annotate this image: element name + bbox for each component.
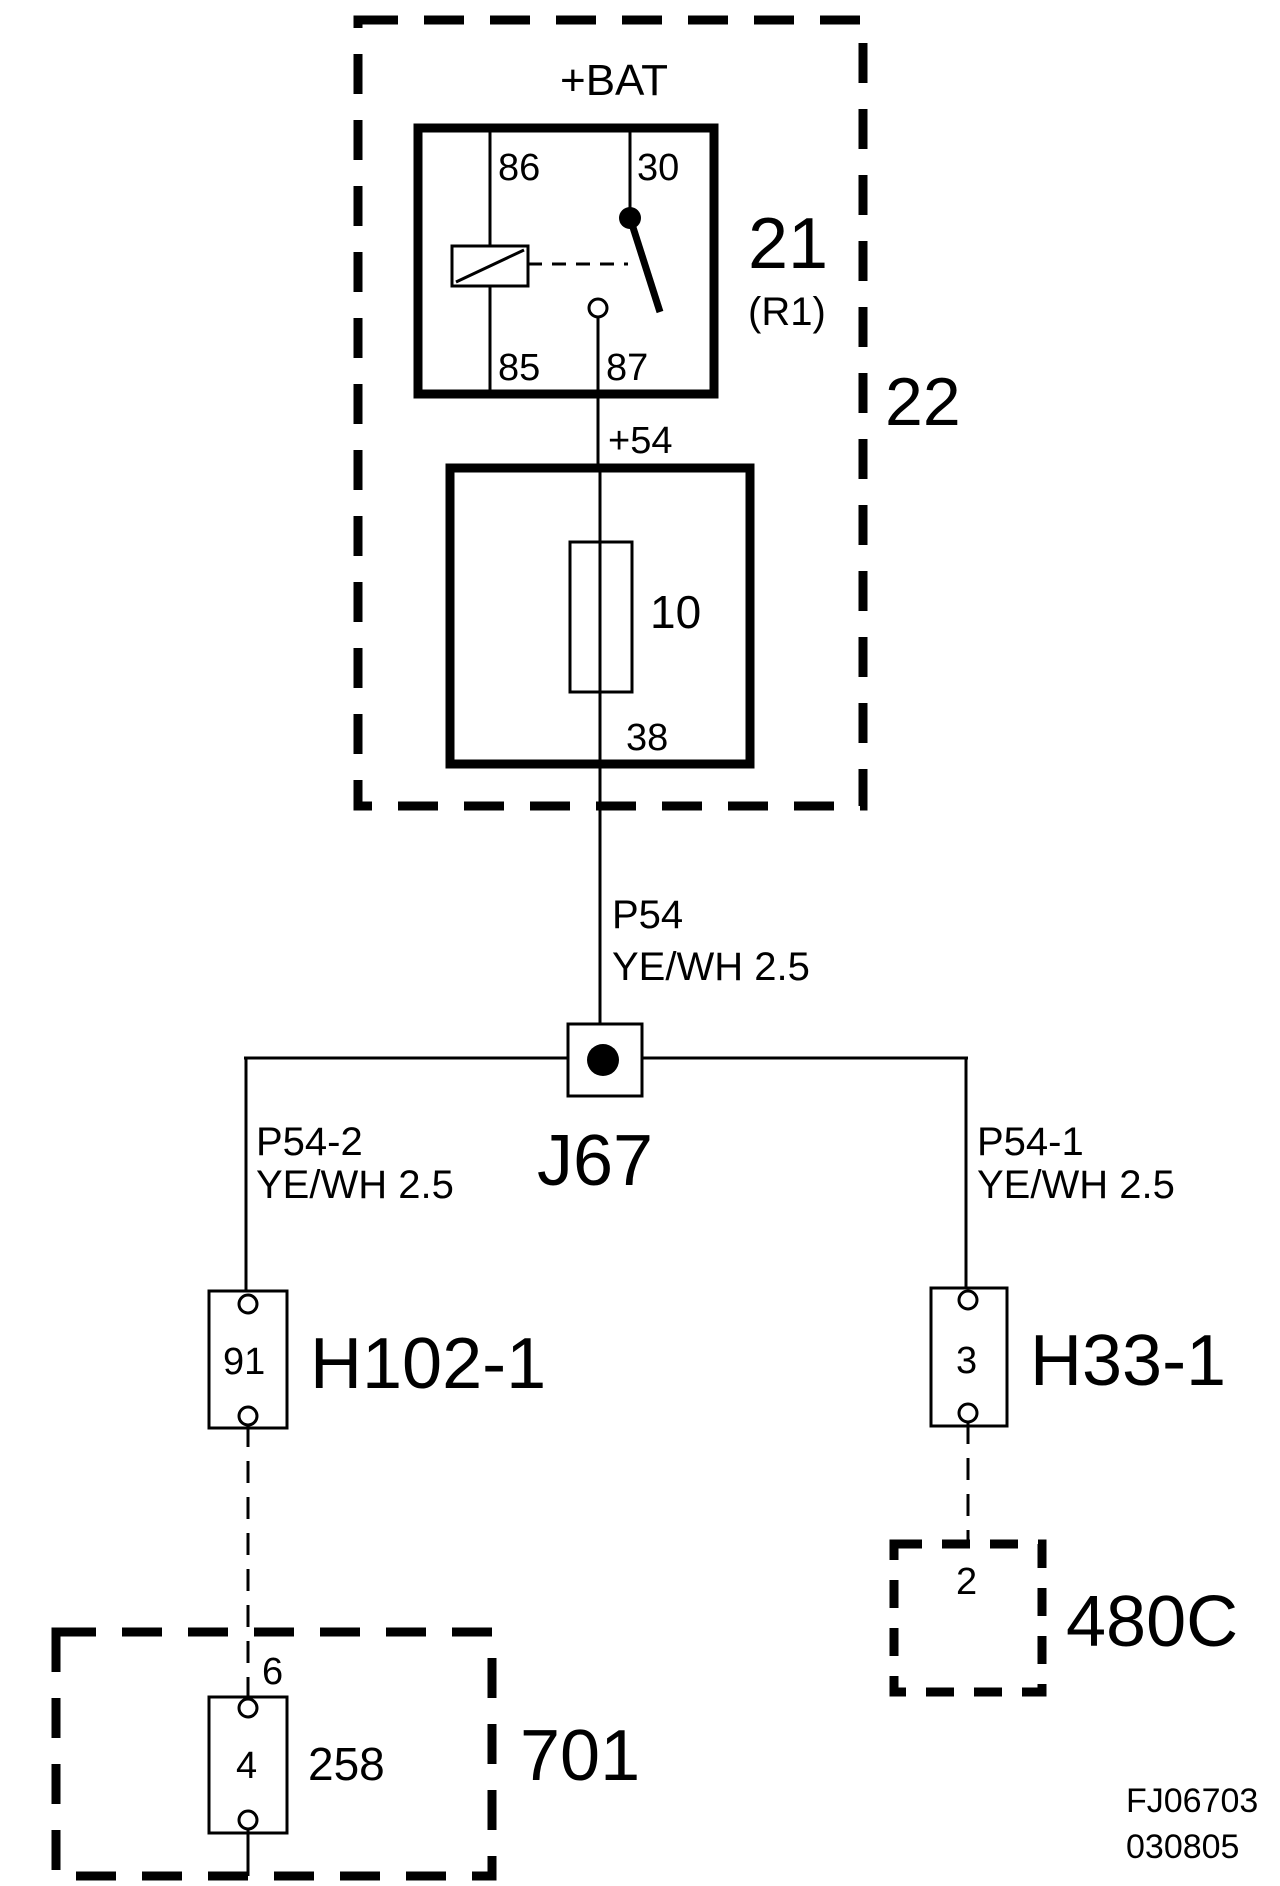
fuse-number: 10 [650,586,701,638]
relay-switch-arm [626,216,664,314]
fuse-pin: 38 [626,717,668,759]
connector-h102-1-bottom-pin-icon [237,1405,259,1427]
relay-sub: (R1) [748,290,826,334]
connector-h102-1-label: H102-1 [310,1324,546,1404]
module-22: +BAT 22 [353,15,961,811]
drawing-date: 030805 [1126,1828,1239,1866]
relay-pin-30: 30 [637,147,679,189]
wire-p54-2-name: P54-2 [256,1120,363,1164]
relay-21: 86 30 85 87 21 (R1) [413,123,828,399]
component-480c-outline [889,1539,1047,1697]
connector-h102-1-pin: 91 [223,1341,265,1383]
relay-contact-87-icon [587,297,609,319]
connector-h33-1-bottom-pin-icon [957,1402,979,1424]
wire-p54-2-spec: YE/WH 2.5 [256,1163,454,1207]
relay-body [413,123,719,399]
splice-j67: J67 [244,1022,968,1201]
relay-ref: 21 [748,204,828,284]
component-701-label: 701 [520,1716,640,1796]
component-480c: 2 480C [889,1539,1238,1697]
connector-h102-1-top-pin-icon [237,1293,259,1315]
connector-h33-1-top-pin-icon [957,1289,979,1311]
fuse-10: 10 38 [445,463,755,769]
module-22-label: 22 [885,364,961,440]
component-701-pin-outer: 6 [262,1651,283,1693]
wire-p54-spec: YE/WH 2.5 [612,945,810,989]
relay-pin-87: 87 [606,347,648,389]
component-480c-label: 480C [1066,1582,1238,1662]
connector-h33-1: 3 H33-1 [929,1286,1226,1428]
connector-h33-1-label: H33-1 [1030,1321,1226,1401]
splice-node-icon [587,1044,619,1076]
relay-coil-diagonal [455,248,525,284]
component-701-outline [51,1627,497,1881]
connector-h102-1: 91 H102-1 [207,1289,546,1430]
component-701-pin-inner: 4 [236,1745,257,1787]
splice-label: J67 [537,1121,653,1201]
wire-p54-name: P54 [612,893,683,937]
wire-p54-1-name: P54-1 [977,1120,1084,1164]
fuse-supply-label: +54 [608,420,672,462]
wire-p54-1-spec: YE/WH 2.5 [977,1163,1175,1207]
component-480c-pin: 2 [956,1561,977,1603]
connector-h33-1-pin: 3 [956,1340,977,1382]
drawing-code: FJ06703 [1126,1782,1258,1820]
relay-coil-icon [450,244,530,288]
bat-supply-label: +BAT [560,56,668,105]
module-22-outline [353,15,868,811]
component-701: 6 4 258 701 [51,1627,640,1881]
component-701-top-pin-icon [237,1697,259,1719]
component-701-sub: 258 [308,1738,385,1790]
relay-pin-86: 86 [498,147,540,189]
component-701-bottom-pin-icon [237,1809,259,1831]
relay-pin-85: 85 [498,347,540,389]
